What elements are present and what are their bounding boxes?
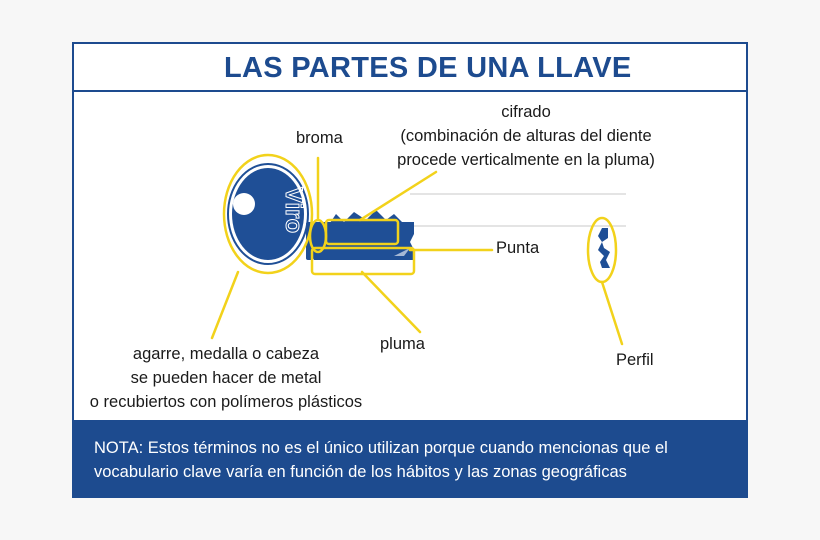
pluma-leader — [360, 270, 422, 334]
key-ring-hole — [233, 193, 255, 215]
pluma-label: pluma — [380, 335, 425, 353]
title-bar: LAS PARTES DE UNA LLAVE — [74, 44, 746, 92]
key-blade — [314, 210, 414, 260]
leader-lines — [210, 156, 624, 346]
perfil-leader — [600, 280, 624, 346]
agarre-label: agarre, medalla o cabeza se pueden hacer… — [89, 345, 363, 411]
page-title: LAS PARTES DE UNA LLAVE — [224, 52, 632, 84]
diagram-card: LAS PARTES DE UNA LLAVE Viro — [72, 42, 748, 498]
punta-label: Punta — [496, 239, 540, 257]
note-box: NOTA: Estos términos no es el único util… — [74, 420, 746, 498]
cifrado-leader — [358, 170, 438, 222]
key-brand-text: Viro — [280, 187, 307, 233]
key-head: Viro — [227, 163, 309, 265]
agarre-leader — [210, 270, 240, 340]
key-diagram: Viro — [210, 153, 626, 346]
broma-label: broma — [296, 129, 343, 147]
cifrado-label: cifrado (combinación de alturas del dien… — [397, 103, 655, 169]
perfil-label: Perfil — [616, 351, 654, 369]
agarre-highlight — [222, 153, 314, 275]
note-line-2: vocabulario clave varía en función de lo… — [94, 463, 627, 481]
note-line-1: NOTA: Estos términos no es el único util… — [94, 439, 668, 457]
key-profile-shape — [598, 228, 610, 268]
key-bitting — [328, 210, 404, 226]
